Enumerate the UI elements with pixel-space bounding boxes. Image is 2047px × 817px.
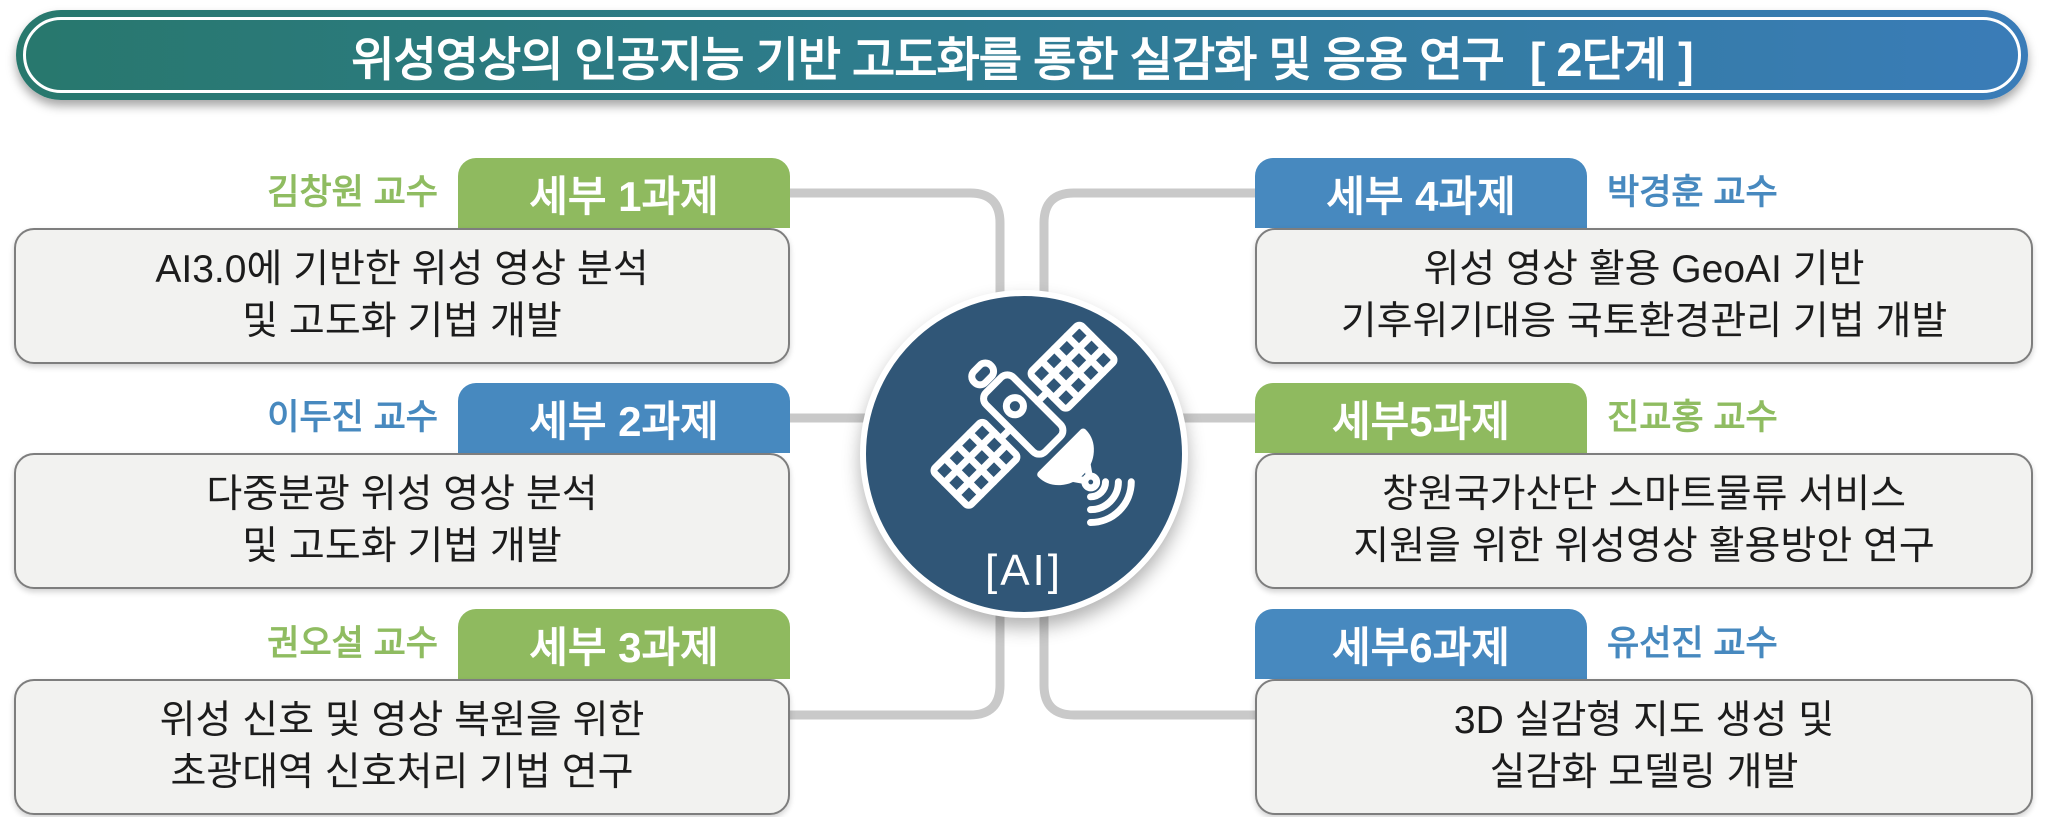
task-body-2: 다중분광 위성 영상 분석 및 고도화 기법 개발 [14, 453, 790, 589]
task-body-3: 위성 신호 및 영상 복원을 위한 초광대역 신호처리 기법 연구 [14, 679, 790, 815]
task-4-line2: 기후위기대응 국토환경관리 기법 개발 [1340, 300, 1948, 343]
title-stage: [ 2단계 ] [1529, 32, 1694, 86]
professor-name-6: 유선진 교수 [1607, 624, 1778, 663]
title-main: 위성영상의 인공지능 기반 고도화를 통한 실감화 및 응용 연구 [351, 32, 1504, 86]
task-tab-5: 세부5과제 [1255, 383, 1587, 453]
task-body-1: AI3.0에 기반한 위성 영상 분석 및 고도화 기법 개발 [14, 228, 790, 364]
task-5-line1: 창원국가산단 스마트물류 서비스 [1382, 472, 1906, 516]
task-5-line2: 지원을 위한 위성영상 활용방안 연구 [1353, 525, 1935, 568]
task-4-line1: 위성 영상 활용 GeoAI 기반 [1423, 247, 1865, 291]
professor-name-1: 김창원 교수 [267, 173, 438, 212]
task-tab-3: 세부 3과제 [458, 609, 790, 679]
task-body-5: 창원국가산단 스마트물류 서비스 지원을 위한 위성영상 활용방안 연구 [1255, 453, 2033, 589]
page-title: 위성영상의 인공지능 기반 고도화를 통한 실감화 및 응용 연구 [ 2단계 ] [351, 21, 1694, 90]
task-body-4: 위성 영상 활용 GeoAI 기반 기후위기대응 국토환경관리 기법 개발 [1255, 228, 2033, 364]
task-3-line2: 초광대역 신호처리 기법 연구 [170, 751, 634, 794]
task-1-line2: 및 고도화 기법 개발 [242, 300, 562, 343]
satellite-icon [930, 321, 1135, 527]
task-tab-6: 세부6과제 [1255, 609, 1587, 679]
connector-task1 [790, 188, 1005, 455]
task-tab-2: 세부 2과제 [458, 383, 790, 453]
connector-task6 [1039, 455, 1255, 720]
professor-name-4: 박경훈 교수 [1607, 173, 1778, 212]
task-2-line1: 다중분광 위성 영상 분석 [206, 472, 598, 516]
professor-name-2: 이두진 교수 [267, 398, 438, 437]
professor-name-3: 권오설 교수 [267, 624, 438, 663]
task-tab-1: 세부 1과제 [458, 158, 790, 228]
task-body-6: 3D 실감형 지도 생성 및 실감화 모델링 개발 [1255, 679, 2033, 815]
task-1-line1: AI3.0에 기반한 위성 영상 분석 [155, 247, 649, 291]
signal-waves-icon [1087, 478, 1135, 527]
task-6-line1: 3D 실감형 지도 생성 및 [1453, 698, 1835, 742]
professor-name-5: 진교홍 교수 [1607, 398, 1778, 437]
connector-task3 [790, 455, 1005, 720]
task-6-line2: 실감화 모델링 개발 [1489, 751, 1799, 794]
task-tab-4: 세부 4과제 [1255, 158, 1587, 228]
ai-satellite-hub: [AI] [860, 290, 1188, 618]
hub-ai-label: [AI] [984, 546, 1064, 595]
title-banner: 위성영상의 인공지능 기반 고도화를 통한 실감화 및 응용 연구 [ 2단계 ] [16, 10, 2028, 100]
task-2-line2: 및 고도화 기법 개발 [242, 525, 562, 568]
connector-task4 [1039, 188, 1255, 455]
task-3-line1: 위성 신호 및 영상 복원을 위한 [159, 698, 645, 742]
